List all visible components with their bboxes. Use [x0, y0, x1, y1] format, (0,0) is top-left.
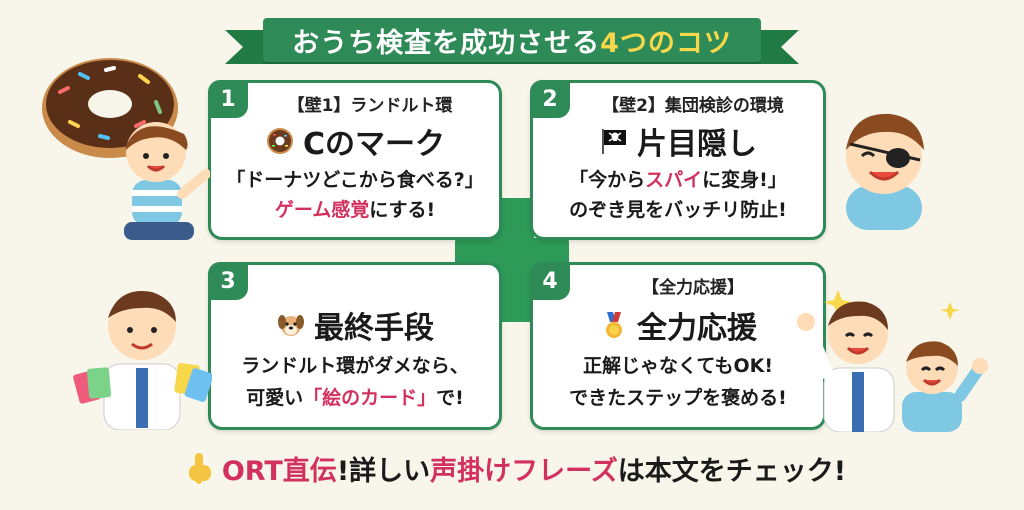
- tip-card-3: 3 最終手段 ランドルト環がダメなら、 可愛い「絵のカード」で!: [208, 262, 502, 430]
- card-line-1: 「今からスパイに変身!」: [569, 169, 787, 191]
- dog-icon: [278, 315, 304, 336]
- donut-icon: [266, 128, 293, 154]
- pirate-flag-icon: [602, 129, 626, 154]
- card-number: 3: [208, 262, 248, 300]
- cta-part-2: !詳しい: [336, 455, 431, 487]
- card-line-1: ランドルト環がダメなら、: [241, 355, 469, 377]
- card-number: 2: [530, 80, 570, 118]
- cta-part-4: は本文をチェック!: [617, 455, 847, 487]
- card-number: 1: [208, 80, 248, 118]
- card-line-2: ゲーム感覚にする!: [274, 199, 436, 221]
- card-line-2: 可愛い「絵のカード」で!: [246, 387, 464, 409]
- tip-card-4: 4 【全力応援】 全力応援 正解じゃなくてもOK! できたステップを褒める!: [530, 262, 826, 430]
- child-pointing-illustration: [124, 122, 210, 240]
- card-line-1: 正解じゃなくてもOK!: [582, 355, 774, 377]
- card-title: 最終手段: [211, 303, 499, 347]
- bottom-cta: ORT直伝!詳しい声掛けフレーズは本文をチェック!: [100, 448, 930, 488]
- doctor-with-cards-illustration: [73, 291, 212, 430]
- doctor-and-child-cheering-illustration: [797, 290, 988, 432]
- card-title: Cのマーク: [211, 119, 499, 163]
- card-line-2: できたステップを褒める!: [569, 387, 787, 409]
- card-title: 全力応援: [533, 303, 823, 347]
- tip-card-1: 1 【壁1】ランドルト環 Cのマーク 「ドーナツどこから食べる?」 ゲーム感覚に…: [208, 80, 502, 240]
- card-subtitle: 【壁1】ランドルト環: [287, 96, 453, 116]
- child-eyepatch-illustration: [846, 113, 924, 230]
- cta-part-3: 声掛けフレーズ: [430, 455, 618, 487]
- card-subtitle: 【壁2】集団検診の環境: [602, 96, 784, 116]
- card-line-1: 「ドーナツどこから食べる?」: [226, 169, 484, 191]
- tip-card-2: 2 【壁2】集団検診の環境 片目隠し 「今からスパイに変身!」 のぞき見をバッチ…: [530, 80, 826, 240]
- medal-icon: [606, 312, 622, 338]
- card-title: 片目隠し: [533, 119, 823, 163]
- card-subtitle: 【全力応援】: [642, 278, 744, 298]
- card-number: 4: [530, 262, 570, 300]
- pointing-down-hand-icon: [188, 453, 211, 484]
- card-line-2: のぞき見をバッチリ防止!: [569, 199, 787, 221]
- title-accent: 4つのコツ: [600, 27, 732, 59]
- cta-part-1: ORT直伝: [221, 455, 337, 487]
